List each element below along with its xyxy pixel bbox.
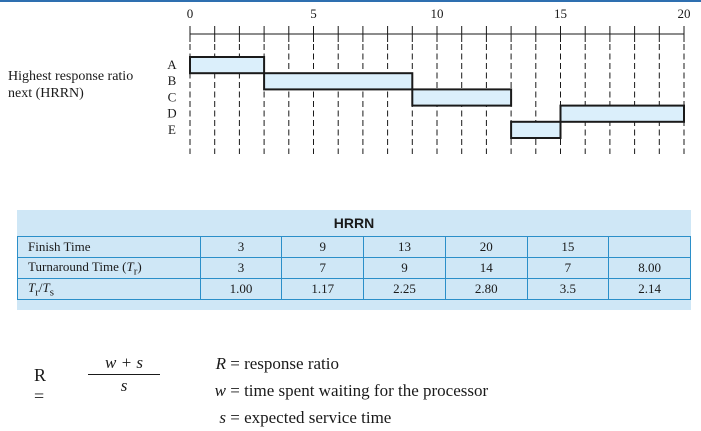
legend-var: w <box>214 381 226 400</box>
formula-legend: R = response ratio w = time spent waitin… <box>206 350 489 431</box>
legend-item: s = expected service time <box>206 404 488 431</box>
table-row: Turnaround Time (Tr) 3 7 9 14 7 8.00 <box>17 257 691 279</box>
gantt-bar <box>510 120 562 140</box>
row-label-sub: r <box>133 265 138 278</box>
axis-tick-label: 0 <box>187 6 194 21</box>
axis-tick-label: 20 <box>678 6 691 21</box>
table-cell: 9 <box>281 236 365 258</box>
process-label: C <box>168 89 177 104</box>
gantt-bar <box>189 56 266 75</box>
top-border-line <box>0 0 701 2</box>
gantt-bar <box>559 104 685 123</box>
table-cell: 14 <box>444 257 528 279</box>
fraction-bar <box>88 374 160 375</box>
legend-text: = time spent waiting for the processor <box>230 381 489 400</box>
formula-fraction: w + s s <box>80 352 168 397</box>
table-cell: 7 <box>281 257 365 279</box>
legend-var: s <box>219 408 226 427</box>
table-row: Tr/Ts 1.00 1.17 2.25 2.80 3.5 2.14 <box>17 278 691 300</box>
legend-text: = response ratio <box>230 354 339 373</box>
table-cell: 2.14 <box>608 278 691 300</box>
legend-item: R = response ratio <box>206 350 488 377</box>
gantt-bar <box>263 72 414 91</box>
table-cell: 3.5 <box>526 278 610 300</box>
table-cell: 1.17 <box>281 278 365 300</box>
scheduler-label: Highest response ratio next (HRRN) <box>8 69 134 101</box>
table-row: Finish Time 3 9 13 20 15 <box>17 236 691 258</box>
legend-item: w = time spent waiting for the processor <box>206 377 489 404</box>
table-cell: 9 <box>363 257 446 279</box>
hrrn-table-panel: HRRN Finish Time 3 9 13 20 15 Turnaround… <box>17 210 691 310</box>
table-cell: 13 <box>363 236 446 258</box>
axis-tick-label: 15 <box>554 6 567 21</box>
axis-tick-label: 5 <box>310 6 317 21</box>
process-label: B <box>168 73 177 88</box>
hrrn-table: Finish Time 3 9 13 20 15 Turnaround Time… <box>17 236 691 300</box>
table-cell: 20 <box>444 236 528 258</box>
table-cell: 2.80 <box>444 278 528 300</box>
formula-numerator: w + s <box>105 353 143 372</box>
table-cell <box>608 236 691 258</box>
table-cell: 8.00 <box>608 257 691 279</box>
legend-var: R <box>215 354 226 373</box>
axis-tick-label: 10 <box>431 6 444 21</box>
process-label: A <box>167 57 177 72</box>
table-cell: 7 <box>526 257 610 279</box>
table-cell: 2.25 <box>363 278 446 300</box>
formula-lhs: R = <box>34 365 47 406</box>
table-cell: 15 <box>526 236 610 258</box>
table-cell: 3 <box>199 236 283 258</box>
row-label-finish-time: Finish Time <box>17 236 201 258</box>
gantt-bar <box>411 88 513 107</box>
row-label-end: ) <box>137 258 142 274</box>
table-cell: 1.00 <box>199 278 283 300</box>
row-label-text: Turnaround Time ( <box>28 258 127 274</box>
table-cell: 3 <box>199 257 283 279</box>
process-label: E <box>168 122 176 137</box>
hrrn-table-title: HRRN <box>333 215 375 231</box>
row-label-turnaround-time: Turnaround Time (Tr) <box>17 257 201 279</box>
formula-denominator: s <box>120 376 128 395</box>
row-label-tr-ts: Tr/Ts <box>17 278 201 300</box>
process-label: D <box>167 106 176 121</box>
row-label-var: T <box>126 258 134 274</box>
legend-text: = expected service time <box>230 408 392 427</box>
